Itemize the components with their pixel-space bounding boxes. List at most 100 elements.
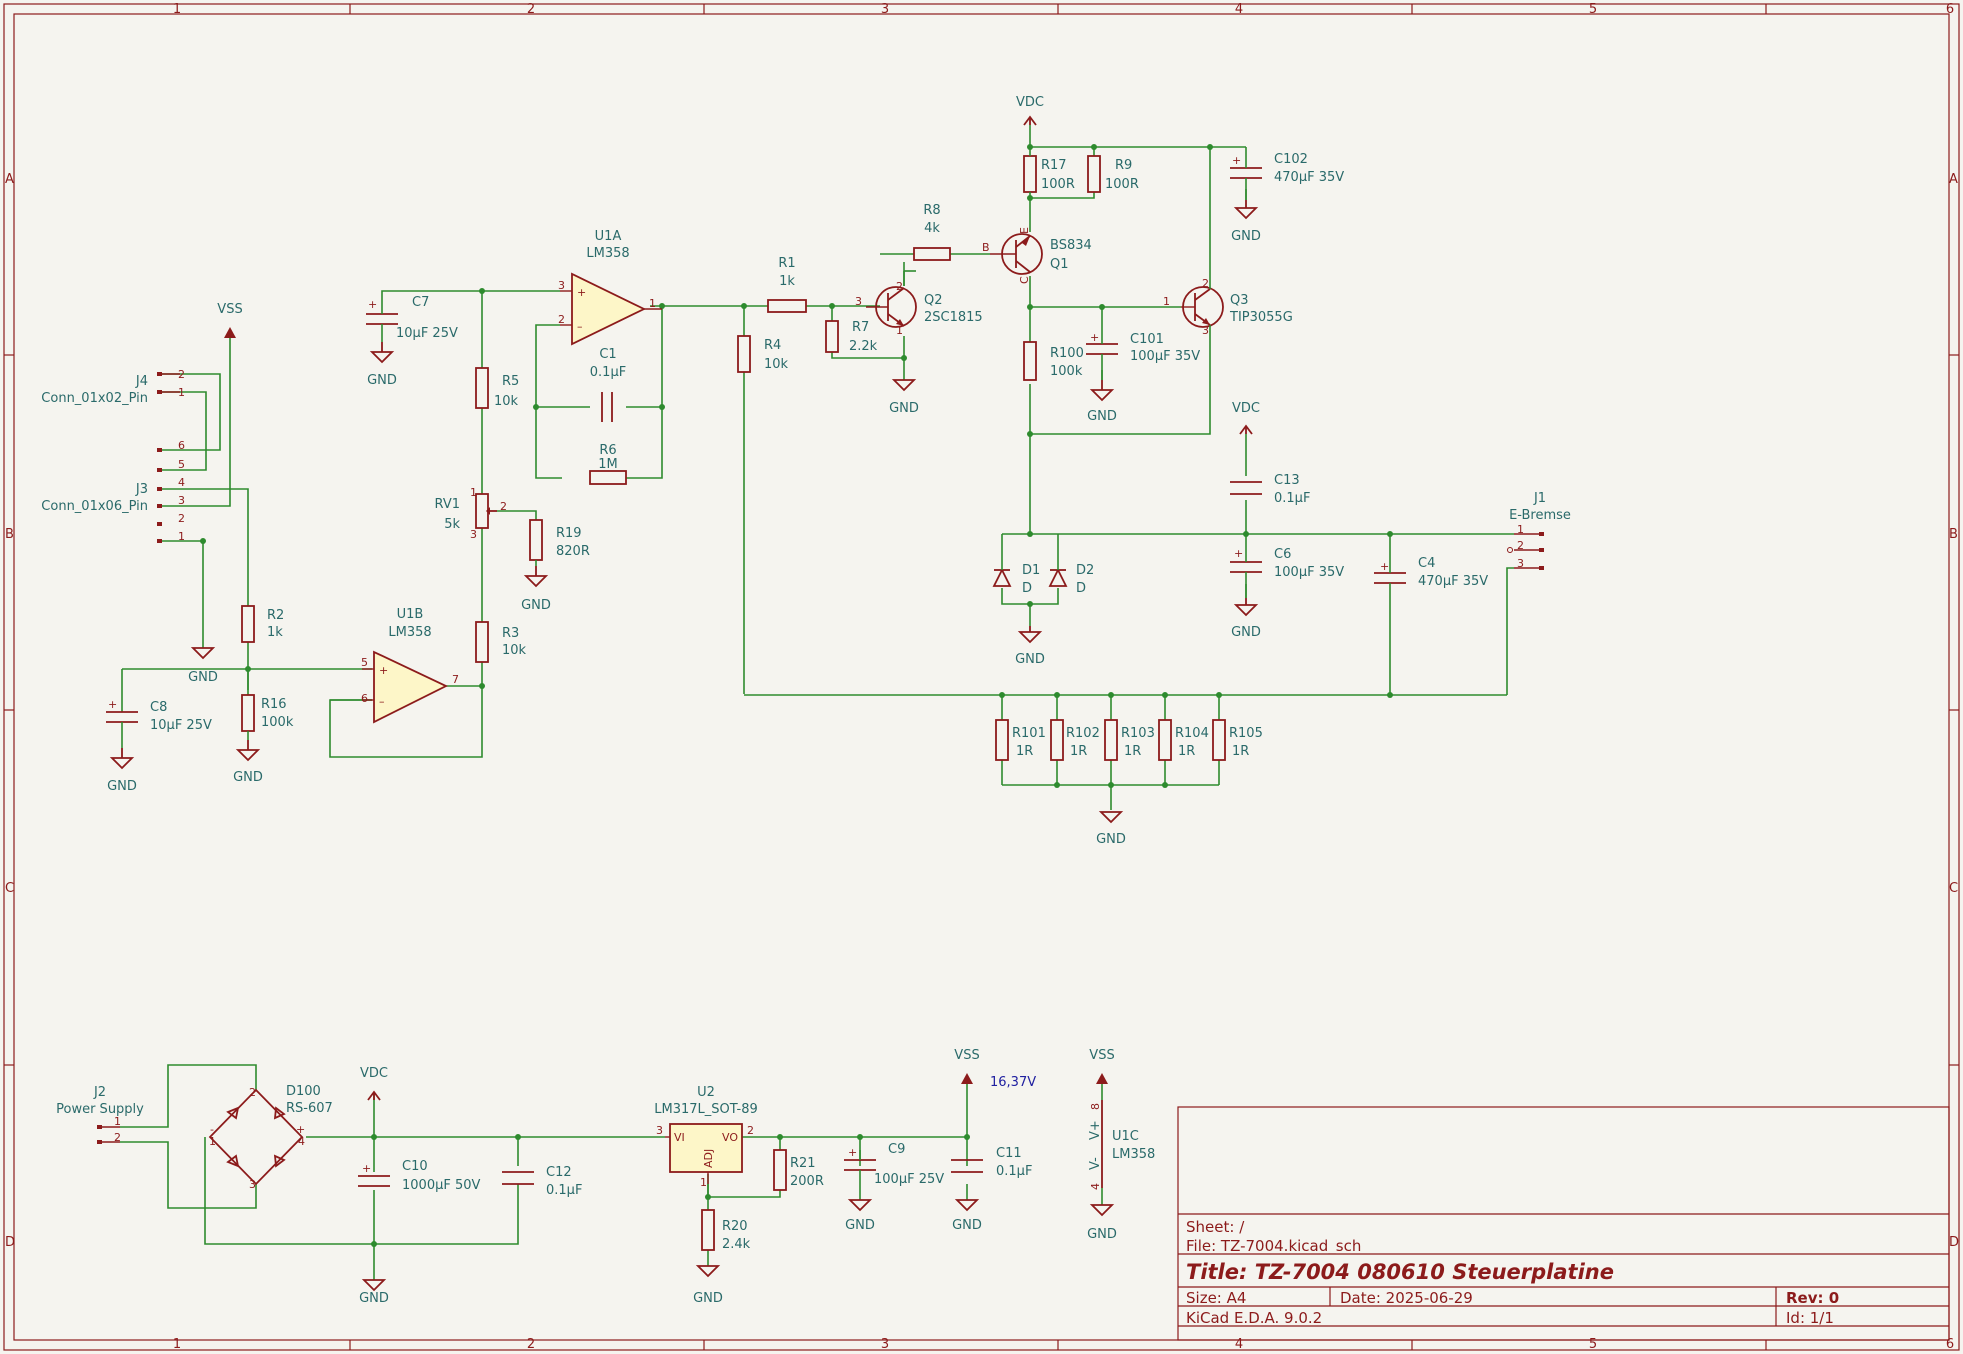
gnd-symbol: GND bbox=[367, 342, 397, 388]
title-block: Sheet: / File: TZ-7004.kicad_sch Title: … bbox=[1177, 1106, 1950, 1341]
u1b-pin: 5 bbox=[361, 656, 368, 669]
j2-pin: 1 bbox=[114, 1115, 121, 1128]
q2-pin: 2 bbox=[896, 280, 903, 293]
gnd-symbol: GND bbox=[1087, 380, 1117, 424]
gnd-label: GND bbox=[693, 1291, 723, 1306]
r104-ref: R104 bbox=[1175, 726, 1209, 741]
capacitor-c1: C1 0.1µF bbox=[590, 347, 626, 422]
gnd-label: GND bbox=[1096, 832, 1126, 847]
q1-ref: Q1 bbox=[1050, 257, 1069, 272]
svg-text:–: – bbox=[577, 320, 583, 333]
c12-ref: C12 bbox=[546, 1165, 572, 1180]
svg-text:+: + bbox=[362, 1162, 371, 1175]
svg-text:+: + bbox=[379, 664, 388, 677]
row-label-right: C bbox=[1949, 881, 1958, 896]
capacitor-c10: + C10 1000µF 50V bbox=[358, 1159, 481, 1193]
r103-value: 1R bbox=[1124, 744, 1141, 759]
u1a-pin: 3 bbox=[558, 279, 565, 292]
u1a-value: LM358 bbox=[586, 246, 629, 261]
d100-pin: 1 bbox=[209, 1135, 216, 1148]
c10-ref: C10 bbox=[402, 1159, 428, 1174]
u1c-ref: U1C bbox=[1112, 1129, 1139, 1144]
d1-ref: D1 bbox=[1022, 563, 1040, 578]
u1c-vplus: V+ bbox=[1088, 1120, 1103, 1140]
resistor-r105: R105 1R bbox=[1212, 719, 1263, 761]
j3-ref: J3 bbox=[135, 482, 148, 497]
capacitor-c11: C11 0.1µF bbox=[951, 1146, 1032, 1179]
u1a-ref: U1A bbox=[595, 229, 622, 244]
regulator-u2: VI VO ADJ 3 2 1 U2 LM317L_SOT-89 bbox=[654, 1085, 758, 1197]
r17-value: 100R bbox=[1041, 177, 1075, 192]
u2-pin-vi: VI bbox=[674, 1131, 685, 1144]
transistor-q3: 1 2 3 Q3 TIP3055G bbox=[1163, 277, 1293, 337]
gnd-label: GND bbox=[367, 373, 397, 388]
j1-value: E-Bremse bbox=[1509, 508, 1571, 523]
q2-pin: 3 bbox=[855, 295, 862, 308]
resistor-r101: R101 1R bbox=[995, 719, 1046, 761]
r6-ref: R6 bbox=[599, 443, 616, 458]
c9-value: 100µF 25V bbox=[874, 1172, 944, 1187]
connector-j4: J4 Conn_01x02_Pin 2 1 bbox=[41, 368, 185, 406]
gnd-label: GND bbox=[107, 779, 137, 794]
connector-j2: J2 Power Supply 1 2 bbox=[56, 1085, 144, 1144]
resistor-r102: R102 1R bbox=[1050, 719, 1100, 761]
u2-pin-vo: VO bbox=[722, 1131, 738, 1144]
gnd-label: GND bbox=[359, 1291, 389, 1306]
col-label-top: 5 bbox=[1589, 2, 1597, 17]
resistor-r19: R19 820R bbox=[529, 519, 590, 566]
row-label-right: B bbox=[1949, 527, 1958, 542]
rv1-pin: 2 bbox=[500, 500, 507, 513]
vdc-symbol: VDC bbox=[360, 1066, 388, 1101]
c1-ref: C1 bbox=[599, 347, 616, 362]
resistor-r8: R8 4k bbox=[913, 203, 951, 261]
rv1-pin: 1 bbox=[470, 486, 477, 499]
j3-pin: 3 bbox=[178, 494, 185, 507]
vdc-label: VDC bbox=[1232, 401, 1260, 416]
title-block-sheet: Sheet: / bbox=[1186, 1218, 1245, 1236]
c6-value: 100µF 35V bbox=[1274, 565, 1344, 580]
c1-value: 0.1µF bbox=[590, 365, 626, 380]
opamp-u1a: +– 3 2 1 U1A LM358 bbox=[558, 229, 662, 346]
r105-value: 1R bbox=[1232, 744, 1249, 759]
r20-value: 2.4k bbox=[722, 1237, 751, 1252]
col-label-bottom: 5 bbox=[1589, 1337, 1597, 1352]
gnd-label: GND bbox=[952, 1218, 982, 1233]
c7-ref: C7 bbox=[412, 295, 429, 310]
transistor-q2: 3 2 1 Q2 2SC1815 bbox=[855, 280, 983, 337]
row-label-left: D bbox=[5, 1235, 15, 1250]
col-label-bottom: 2 bbox=[527, 1337, 535, 1352]
row-label-right: A bbox=[1949, 172, 1958, 187]
row-label-right: D bbox=[1949, 1235, 1959, 1250]
gnd-symbol: GND bbox=[845, 1199, 875, 1233]
potentiometer-rv1: RV1 5k 1 2 3 bbox=[435, 486, 508, 541]
j4-pin: 1 bbox=[178, 386, 185, 399]
power-symbols: VSS VDC VDC VDC VSS 16,37V VSS bbox=[217, 95, 1260, 1101]
resistor-r7: R7 2.2k bbox=[825, 320, 878, 354]
capacitor-c4: + C4 470µF 35V bbox=[1374, 556, 1488, 592]
r2-ref: R2 bbox=[267, 608, 284, 623]
sheet-frame: 1 2 3 4 5 6 1 2 3 4 5 6 A B C D A B C D bbox=[3, 2, 1960, 1352]
diode-d2: D2 D bbox=[1048, 560, 1094, 596]
capacitor-c101: + C101 100µF 35V bbox=[1086, 326, 1200, 380]
r8-value: 4k bbox=[924, 221, 940, 236]
col-label-top: 2 bbox=[527, 2, 535, 17]
vss-symbol: VSS bbox=[1089, 1048, 1115, 1084]
transistor-q1: B C E BS834 Q1 bbox=[982, 227, 1092, 284]
resistor-r5: R5 10k bbox=[475, 367, 519, 409]
q3-pin: 1 bbox=[1163, 295, 1170, 308]
title-block-rev: Rev: 0 bbox=[1786, 1289, 1839, 1307]
gnd-symbol: GND bbox=[233, 740, 263, 785]
c102-value: 470µF 35V bbox=[1274, 170, 1344, 185]
resistor-r17: R17 100R bbox=[1023, 147, 1075, 198]
r7-value: 2.2k bbox=[849, 339, 878, 354]
j1-pin: 3 bbox=[1517, 557, 1524, 570]
title-block-file: File: TZ-7004.kicad_sch bbox=[1186, 1237, 1361, 1256]
j2-pin: 2 bbox=[114, 1131, 121, 1144]
rv1-value: 5k bbox=[444, 517, 460, 532]
c13-value: 0.1µF bbox=[1274, 491, 1310, 506]
j4-value: Conn_01x02_Pin bbox=[41, 391, 148, 406]
d2-value: D bbox=[1076, 581, 1086, 596]
capacitor-c13: C13 0.1µF bbox=[1230, 473, 1310, 506]
c6-ref: C6 bbox=[1274, 547, 1291, 562]
gnd-label: GND bbox=[521, 598, 551, 613]
